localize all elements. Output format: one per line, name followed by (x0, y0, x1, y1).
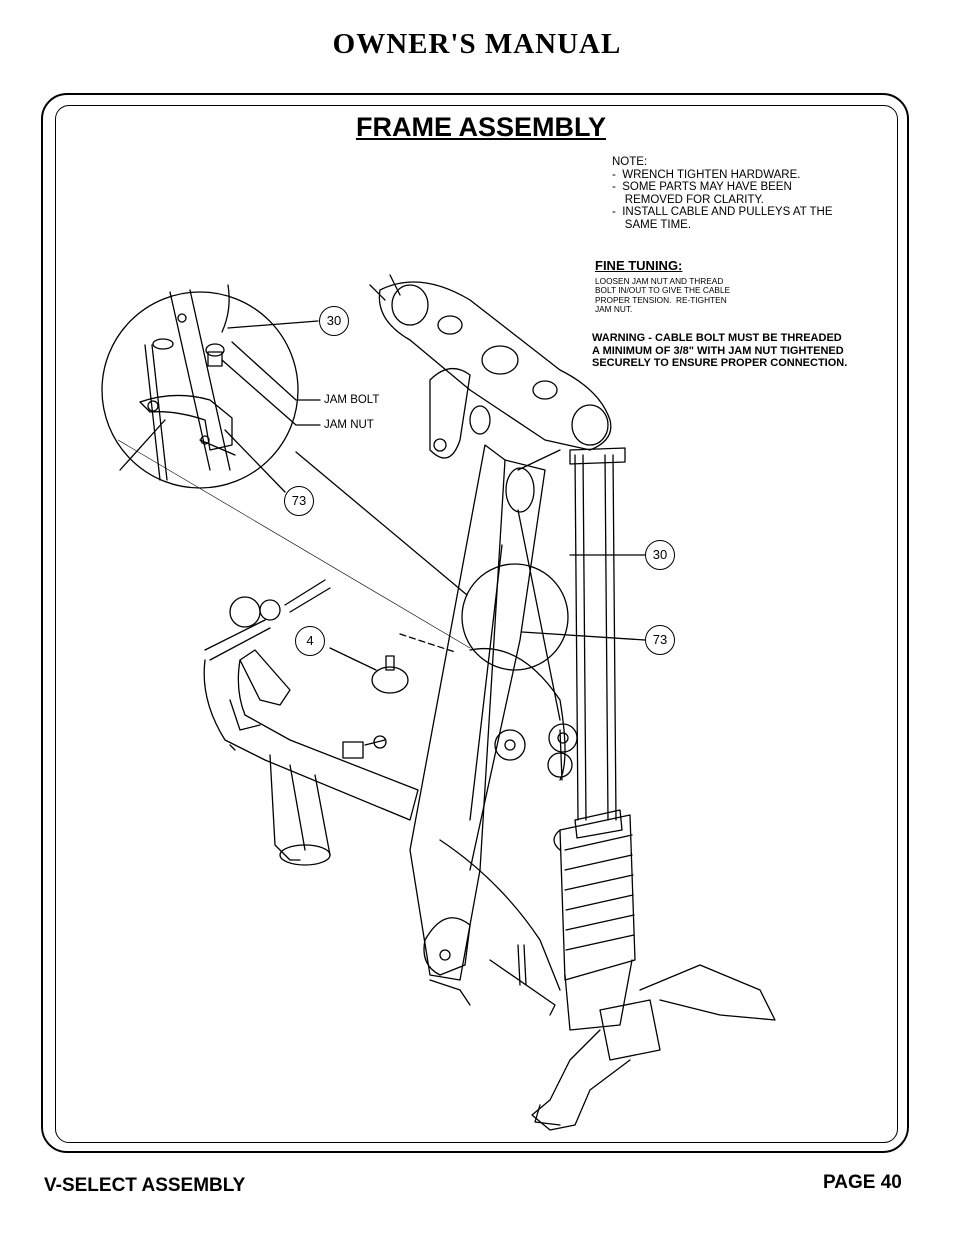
manual-header: OWNER'S MANUAL (332, 28, 622, 60)
callout-detail-30: 30 (319, 306, 349, 336)
callout-main-73: 73 (645, 625, 675, 655)
detail-bracket (119, 284, 236, 481)
detail-source-circle (461, 563, 569, 671)
fine-tuning-text: LOOSEN JAM NUT AND THREAD BOLT IN/OUT TO… (595, 276, 731, 314)
part-4-pin (371, 633, 456, 694)
fine-tuning-title: FINE TUNING: (595, 258, 683, 273)
assembly-note: NOTE: - WRENCH TIGHTEN HARDWARE. - SOME … (612, 156, 833, 231)
footer-section-title: V-SELECT ASSEMBLY (44, 1175, 246, 1196)
outer-border (41, 93, 909, 1153)
callout-detail-73: 73 (284, 486, 314, 516)
main-frame (369, 274, 776, 1131)
callout-part-4: 4 (295, 626, 325, 656)
detail-view-circle (101, 291, 299, 489)
seat-assembly (203, 579, 419, 866)
jam-bolt-label: JAM BOLT (324, 394, 380, 406)
inner-border (55, 105, 898, 1143)
callout-main-30: 30 (645, 540, 675, 570)
warning-text: WARNING - CABLE BOLT MUST BE THREADED A … (592, 332, 848, 369)
jam-nut-label: JAM NUT (324, 419, 374, 431)
page-title: FRAME ASSEMBLY (355, 112, 607, 142)
footer-page-number: PAGE 40 (823, 1172, 902, 1193)
